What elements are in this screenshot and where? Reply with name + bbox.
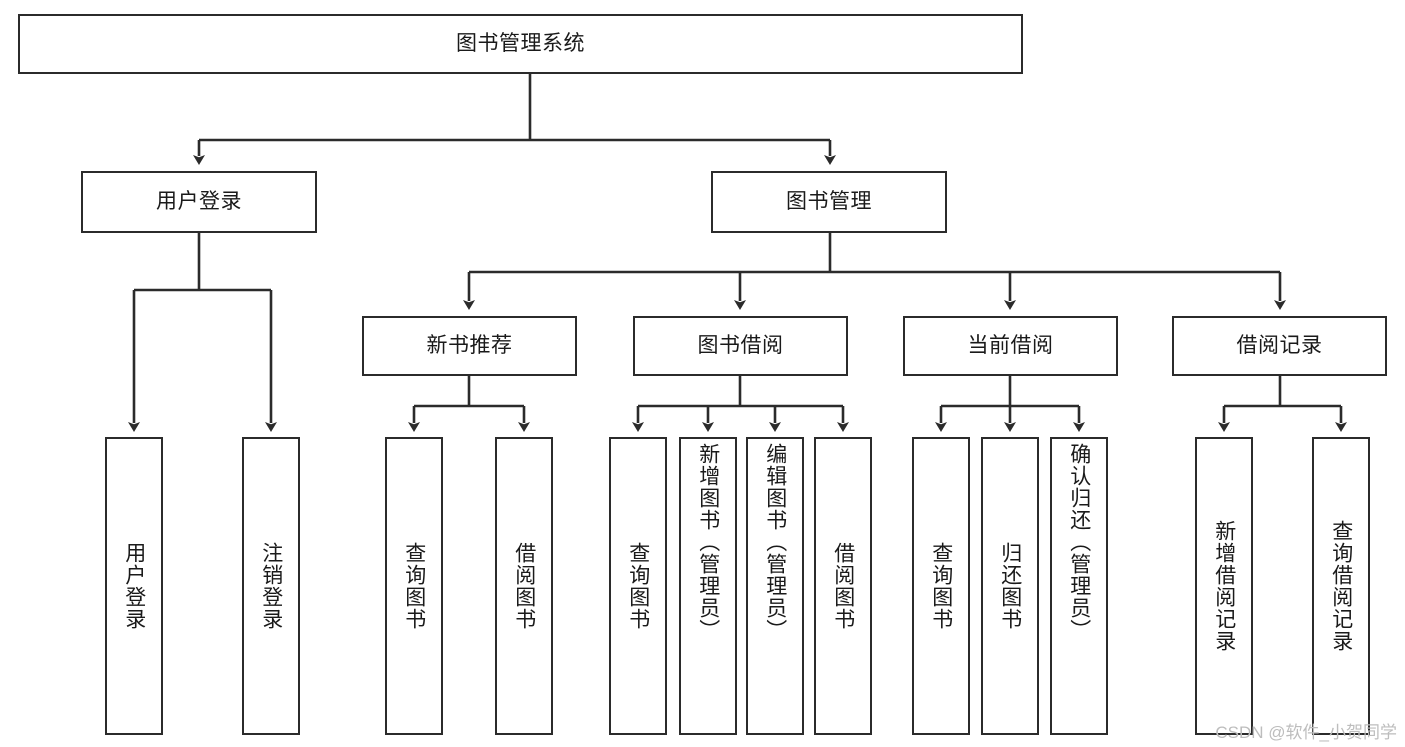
leaf-return-book[interactable]: 归还图书 (981, 437, 1039, 735)
leaf-query-borrow-record[interactable]: 查询借阅记录 (1312, 437, 1370, 735)
leaf-user-login[interactable]: 用户登录 (105, 437, 163, 735)
leaf-label: 查询借阅记录 (1329, 520, 1353, 652)
node-root-book-management-system[interactable]: 图书管理系统 (18, 14, 1023, 74)
leaf-label: 借阅图书 (512, 542, 536, 630)
node-label: 图书借阅 (697, 334, 784, 358)
leaf-label: 新增借阅记录 (1212, 520, 1236, 652)
node-label: 图书管理 (786, 190, 872, 214)
leaf-logout[interactable]: 注销登录 (242, 437, 300, 735)
node-label: 图书管理系统 (456, 32, 585, 56)
leaf-label: 注销登录 (259, 542, 283, 630)
node-current-borrow[interactable]: 当前借阅 (903, 316, 1118, 376)
leaf-borrow-book-borrow[interactable]: 借阅图书 (814, 437, 872, 735)
node-book-management[interactable]: 图书管理 (711, 171, 947, 233)
leaf-label: 新增图书（管理员） (696, 443, 720, 641)
node-user-login[interactable]: 用户登录 (81, 171, 317, 233)
leaf-confirm-return-admin[interactable]: 确认归还（管理员） (1050, 437, 1108, 735)
leaf-borrow-book-newbook[interactable]: 借阅图书 (495, 437, 553, 735)
leaf-label: 查询图书 (402, 542, 426, 630)
leaf-query-book-newbook[interactable]: 查询图书 (385, 437, 443, 735)
node-book-borrow[interactable]: 图书借阅 (633, 316, 848, 376)
node-borrow-record[interactable]: 借阅记录 (1172, 316, 1387, 376)
node-new-book-recommend[interactable]: 新书推荐 (362, 316, 577, 376)
leaf-query-book-borrow[interactable]: 查询图书 (609, 437, 667, 735)
leaf-label: 借阅图书 (831, 542, 855, 630)
csdn-watermark: CSDN @软件_小贺同学 (1215, 723, 1397, 742)
leaf-label: 确认归还（管理员） (1067, 443, 1091, 641)
leaf-label: 用户登录 (122, 542, 146, 630)
node-label: 用户登录 (156, 190, 242, 214)
leaf-label: 归还图书 (998, 542, 1022, 630)
leaf-label: 编辑图书（管理员） (763, 443, 787, 641)
node-label: 新书推荐 (426, 334, 513, 358)
leaf-query-book-current[interactable]: 查询图书 (912, 437, 970, 735)
leaf-label: 查询图书 (626, 542, 650, 630)
leaf-edit-book-admin[interactable]: 编辑图书（管理员） (746, 437, 804, 735)
node-label: 借阅记录 (1236, 334, 1323, 358)
leaf-add-borrow-record[interactable]: 新增借阅记录 (1195, 437, 1253, 735)
leaf-label: 查询图书 (929, 542, 953, 630)
leaf-add-book-admin[interactable]: 新增图书（管理员） (679, 437, 737, 735)
node-label: 当前借阅 (967, 334, 1054, 358)
